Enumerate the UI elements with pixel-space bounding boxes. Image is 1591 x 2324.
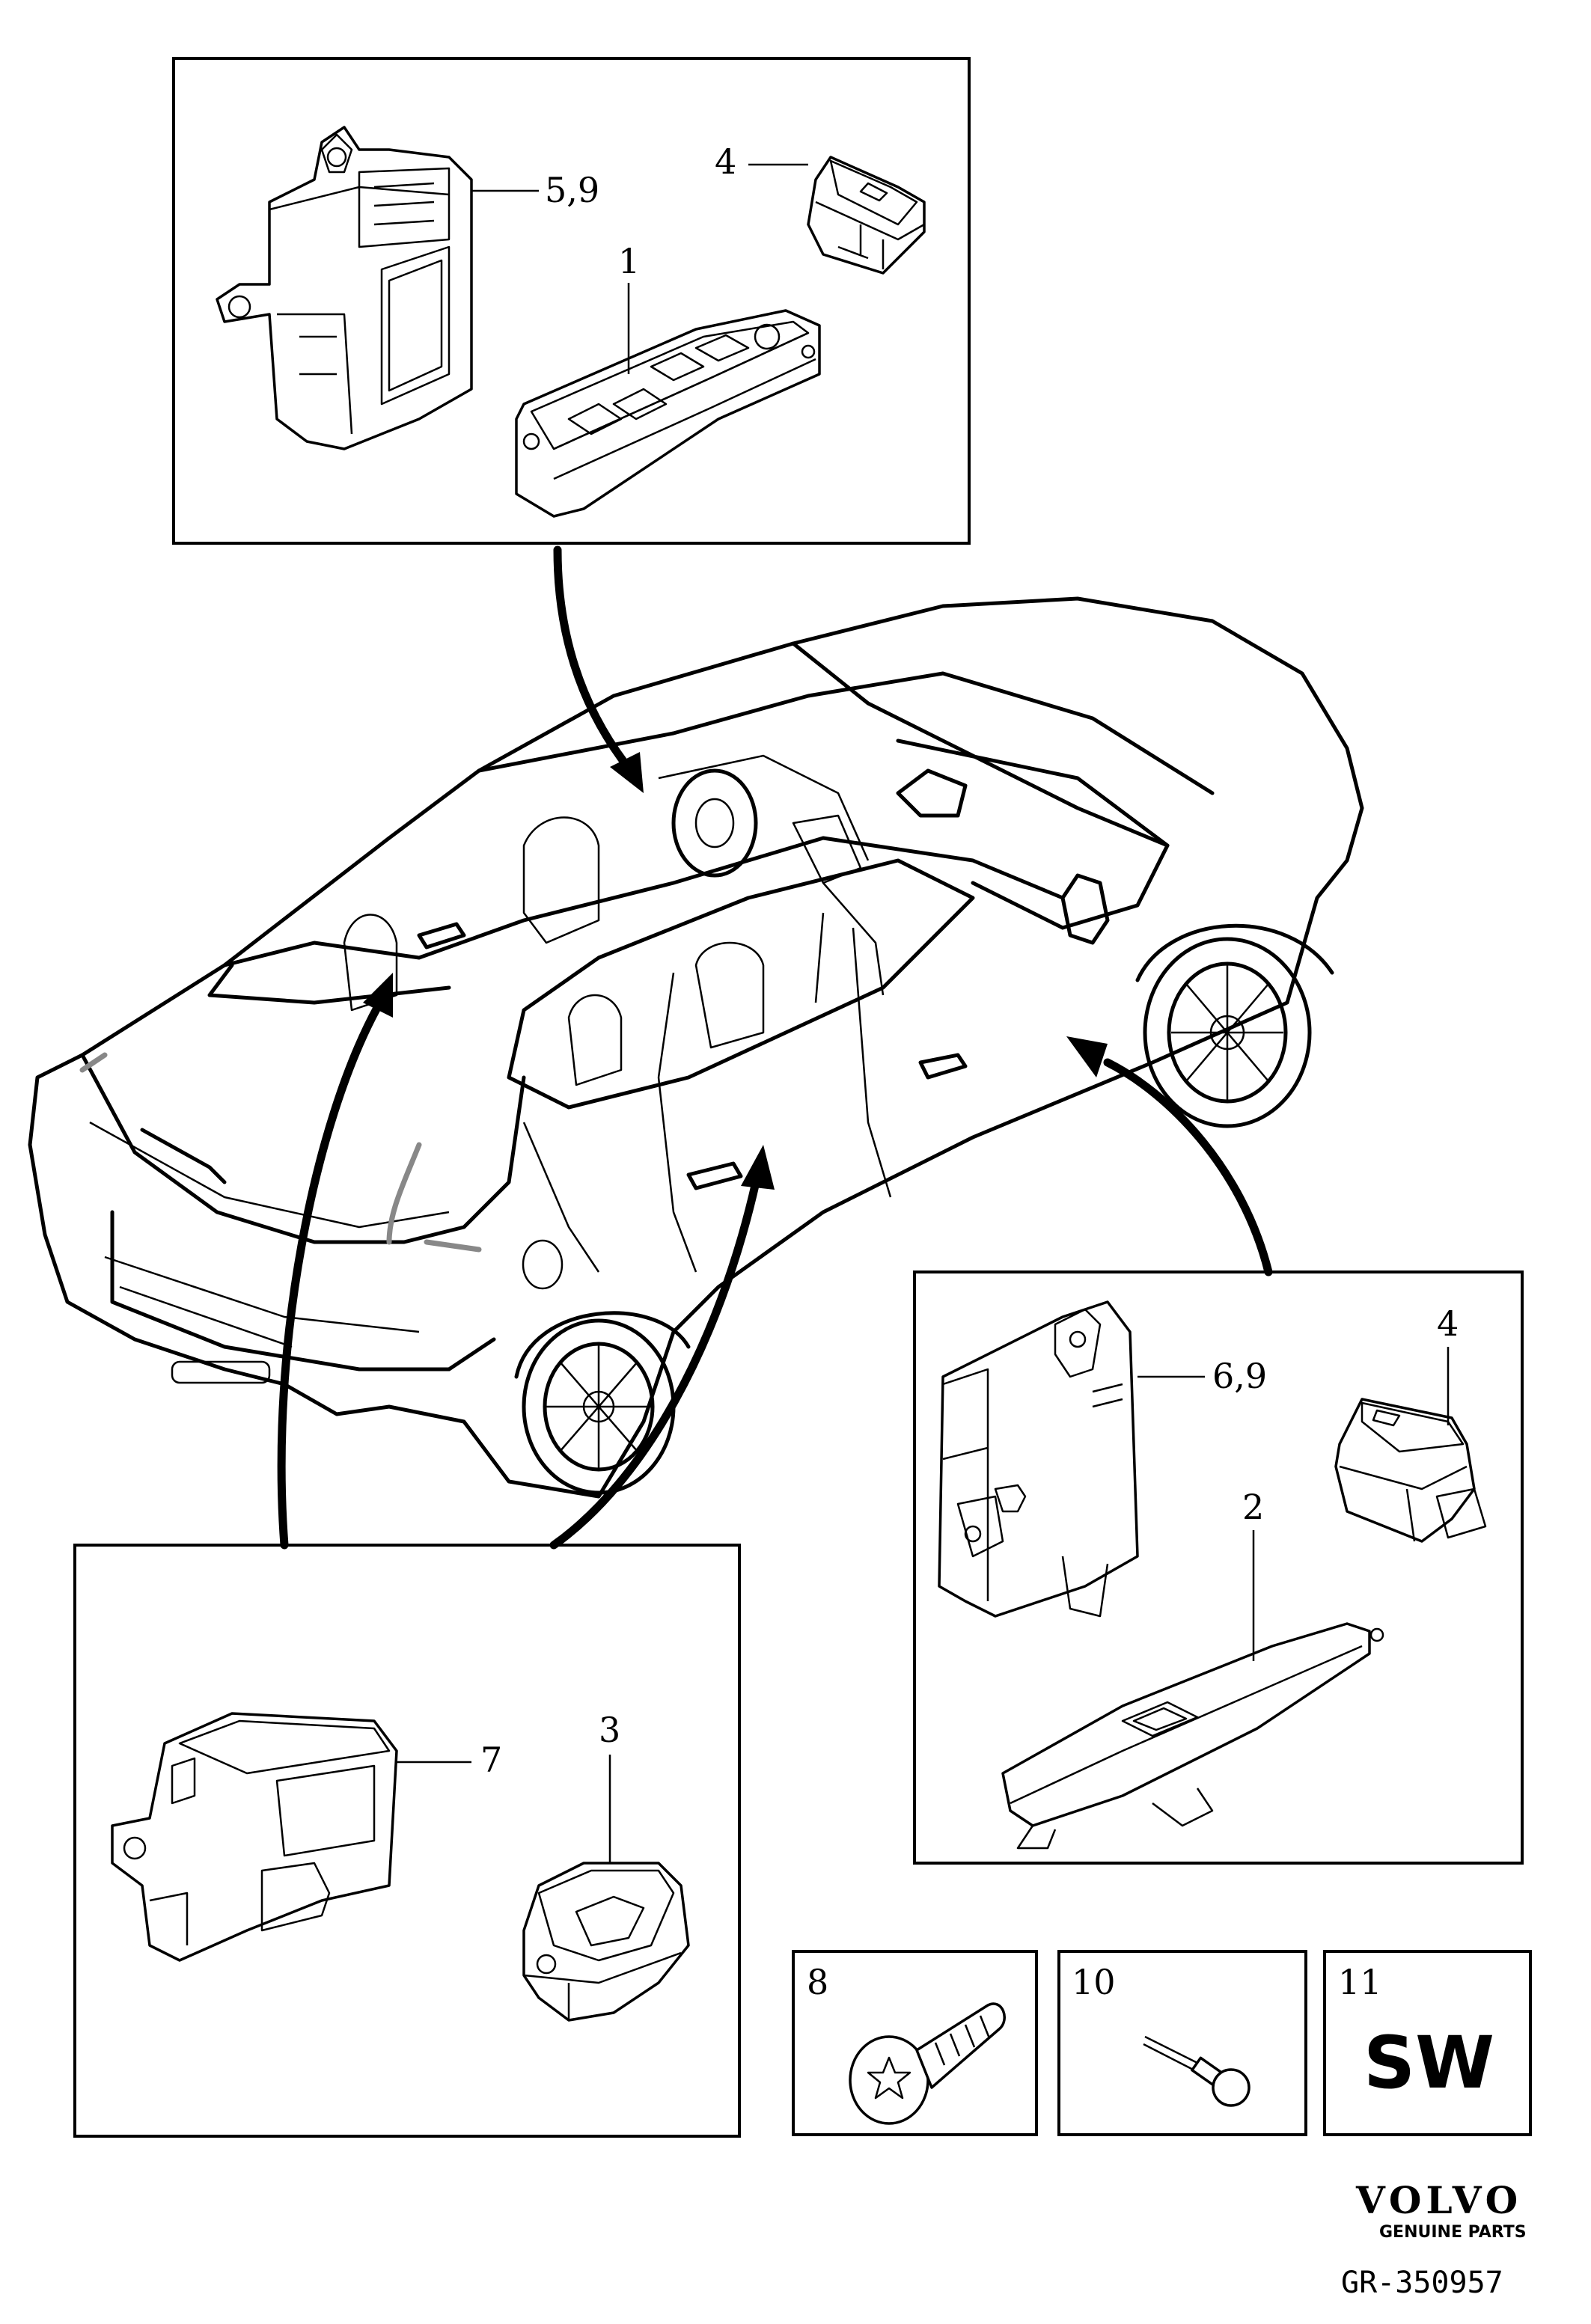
box-8-frame xyxy=(792,1950,1038,2136)
callout-6-9: 6,9 xyxy=(1212,1356,1267,1396)
inset-frame-top xyxy=(172,57,971,545)
callout-2: 2 xyxy=(1242,1487,1264,1527)
single-switch-right xyxy=(1334,1398,1487,1543)
box-11-frame xyxy=(1323,1950,1532,2136)
rivet-icon xyxy=(1143,2035,1250,2107)
brand-block: VOLVO GENUINE PARTS GR-350957 xyxy=(1341,2178,1527,2300)
arrow-bottom-to-rear-left xyxy=(277,1002,382,1550)
master-window-switch xyxy=(515,309,821,518)
volvo-logo: VOLVO xyxy=(1355,2178,1522,2222)
callout-4-top: 4 xyxy=(715,141,736,182)
single-switch-top xyxy=(807,156,926,275)
small-part-box-11: 11 SW xyxy=(1323,1950,1532,2136)
callout-1: 1 xyxy=(618,241,640,281)
software-label: SW xyxy=(1364,2021,1494,2105)
arrowhead-front-door xyxy=(1066,1036,1108,1077)
box-10-frame xyxy=(1057,1950,1307,2136)
control-module-rear-left xyxy=(111,1712,398,1962)
genuine-parts-text: GENUINE PARTS xyxy=(1379,2223,1527,2242)
arrow-right-to-front-door xyxy=(1103,1058,1273,1276)
rear-window-switch xyxy=(522,1862,690,2022)
torx-screw-icon xyxy=(849,2002,1006,2125)
arrow-top-to-dashboard xyxy=(553,545,629,768)
arrowhead-rear-door xyxy=(741,1145,775,1190)
callout-7: 7 xyxy=(480,1740,502,1780)
callout-4-right: 4 xyxy=(1437,1303,1459,1344)
callout-8: 8 xyxy=(807,1962,828,2002)
control-module-rear xyxy=(938,1300,1139,1618)
control-module-front xyxy=(216,126,473,450)
arrowhead-dashboard xyxy=(610,752,644,793)
inset-frame-right xyxy=(913,1270,1524,1865)
diagram-reference: GR-350957 xyxy=(1341,2266,1503,2300)
inset-rear-door-controls: 6,9 4 2 xyxy=(913,1270,1524,1865)
inset-rear-left-controls: 7 3 xyxy=(73,1544,741,2138)
passenger-window-switch xyxy=(1001,1622,1384,1850)
callout-5-9: 5,9 xyxy=(545,170,599,210)
inset-front-door-controls: 5,9 4 1 xyxy=(172,57,971,545)
car-cutaway-illustration xyxy=(28,596,1364,1499)
small-part-box-10: 10 xyxy=(1057,1950,1307,2136)
inset-frame-bottom xyxy=(73,1544,741,2138)
callout-10: 10 xyxy=(1072,1962,1116,2002)
callout-11: 11 xyxy=(1338,1962,1382,2002)
small-part-box-8: 8 xyxy=(792,1950,1038,2136)
callout-3: 3 xyxy=(599,1710,620,1750)
